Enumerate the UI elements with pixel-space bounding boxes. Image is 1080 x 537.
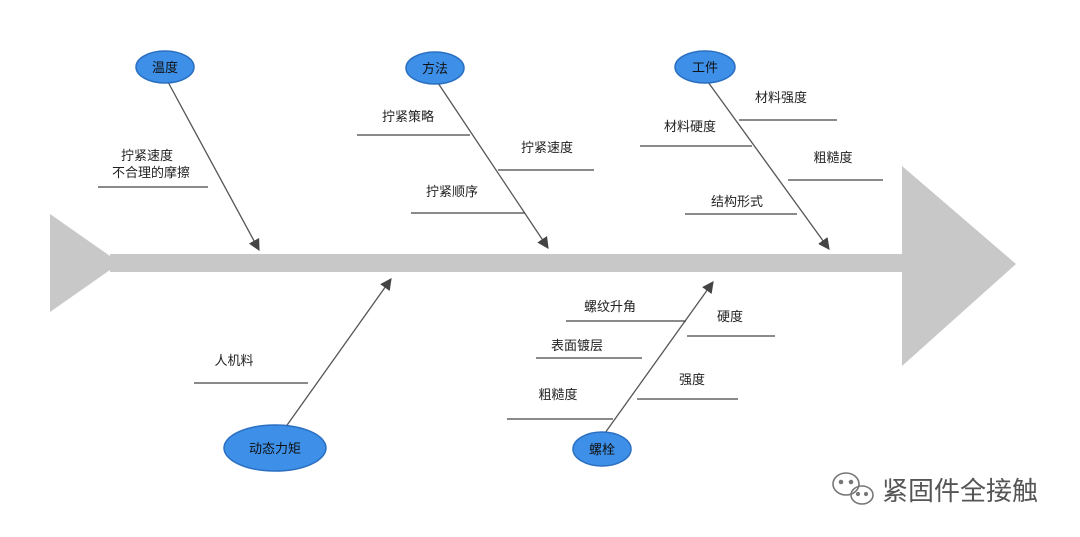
bone-temperature: 温度 拧紧速度 不合理的摩擦 [98,50,260,252]
bone-line [707,81,830,250]
category-label: 方法 [422,61,448,77]
cause-label: 粗糙度 [538,387,577,403]
bone-line [437,82,549,249]
bone-line [167,81,260,252]
cause-label: 螺纹升角 [584,300,636,315]
cause-label: 强度 [679,372,705,388]
bone-line [604,281,714,434]
cause-label: 拧紧速度 [121,148,173,164]
cause-label: 拧紧顺序 [426,185,478,200]
cause-label: 粗糙度 [813,150,852,166]
fish-spine [110,254,910,272]
cause-label: 拧紧速度 [521,140,573,156]
cause-label: 人机料 [214,354,253,369]
bone-bolt: 螺栓 螺纹升角 硬度 表面镀层 强度 粗糙度 [507,281,775,467]
cause-label: 表面镀层 [551,338,603,354]
category-node-temperature[interactable] [135,50,195,84]
category-label: 工件 [692,61,718,76]
cause-label: 不合理的摩擦 [112,165,190,181]
category-label: 温度 [152,60,178,76]
category-node-bolt[interactable] [572,431,632,467]
bone-line [284,278,392,429]
cause-label: 硬度 [717,309,743,325]
wechat-icon [832,472,874,505]
bone-method: 方法 拧紧策略 拧紧速度 拧紧顺序 [357,51,594,249]
category-node-method[interactable] [405,51,465,85]
category-node-workpiece[interactable] [674,50,736,84]
cause-label: 结构形式 [711,195,763,210]
cause-label: 材料硬度 [664,119,716,135]
bone-dynamic-torque: 动态力矩 人机料 [194,278,392,472]
bone-workpiece: 工件 材料强度 材料硬度 粗糙度 结构形式 [640,50,883,250]
category-label: 动态力矩 [249,442,301,457]
fish-head [902,166,1016,366]
cause-label: 材料强度 [755,90,807,106]
category-node-dynamic-torque[interactable] [223,424,327,472]
cause-label: 拧紧策略 [382,109,434,125]
watermark-text: 紧固件全接触 [882,477,1038,507]
fish-tail [50,214,120,312]
category-label: 螺栓 [589,443,615,458]
watermark: 紧固件全接触 [832,472,1038,507]
